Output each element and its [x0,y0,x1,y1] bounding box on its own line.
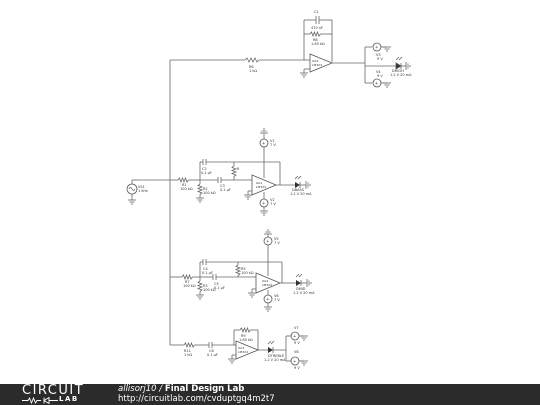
oa2-label: OA2 [262,279,268,283]
r1-value: 100 kΩ [180,187,193,191]
dbass-value: 1.2 V 20 mA [290,192,312,196]
oa3-label: OA3 [238,346,244,350]
v1-plus-icon: + [262,141,265,146]
c2-label: C2 [202,167,207,171]
v7-label: V7 [294,326,299,330]
input-bus [127,60,171,345]
c5-value: 0.1 μF [214,286,225,290]
r9-label: R9 [241,334,246,338]
signal-source-vs1: VS1 1 kHz [126,183,148,195]
r11-value: 1 kΩ [184,353,192,357]
v6-label: V6 [274,294,279,298]
r7-value: 100 kΩ [183,284,196,288]
c3-value: 0.1 μF [220,188,231,192]
v8-plus-icon: + [293,359,296,364]
v4-label: V4 [376,70,381,74]
r6-label: R6 [249,65,254,69]
r2-value: 100 kΩ [203,191,216,195]
v3-label: V3 [376,53,381,57]
v8-value: 9 V [294,366,300,370]
vs1-label: VS1 [138,185,145,189]
logo-circuit-icon [22,397,58,404]
r8-value: 1.65 kΩ [311,42,325,46]
circuitlab-logo[interactable]: CIRCUIT LAB [22,383,100,405]
v7-value: 9 V [294,341,300,345]
footer-title-line: allisorj10 / Final Design Lab [118,384,244,394]
stage-mid: R7 100 kΩ C4 0.1 μF R3 100 kΩ C5 0.1 μF … [170,229,315,312]
v1-value: 7 V [270,143,276,147]
vs1-value: 1 kHz [138,189,148,193]
dbass-label: DBASS [292,188,305,192]
circuit-schematic: VS1 1 kHz R6 1 kΩ C1 470 nF R8 1.65 kΩ O… [126,10,412,370]
c2-value: 0.1 μF [201,171,212,175]
dmid-value: 1.2 V 20 mA [293,291,315,295]
logo-top-text: CIRCUIT [22,383,85,398]
r8-label: R8 [313,38,318,42]
v3-plus-icon: + [375,45,378,50]
r3-value: 100 kΩ [203,288,216,292]
oa4-value: LM324 [312,63,322,67]
c4-label: C4 [203,267,208,271]
oa1-label: OA1 [256,181,262,185]
stage-treble: R11 1 kΩ C6 0.1 μF R9 1.65 kΩ OA3 LM324 … [170,326,309,370]
oa2-value: LM324 [262,283,272,287]
title-separator: / [156,384,165,394]
r1-label: R1 [182,183,187,187]
dhigh-value: 1.2 V 20 mA [390,73,412,77]
oa4-label: OA4 [312,59,318,63]
v8-label: V8 [294,350,299,354]
v2-value: 7 V [270,202,276,206]
oa1-value: LM324 [256,185,266,189]
c4-value: 0.1 μF [202,271,213,275]
v7-plus-icon: + [293,334,296,339]
c5-label: C5 [214,282,219,286]
c1-label: C1 [314,10,319,14]
dtreble-value: 1.2 V 20 mA [264,358,286,362]
v5-value: 7 V [274,241,280,245]
dmid-label: DMID [296,287,306,291]
v4-plus-icon: + [375,81,378,86]
dhigh-label: DHIGH [392,69,404,73]
c3-label: C3 [220,184,225,188]
r5-value: 100 kΩ [241,271,254,275]
author-link[interactable]: allisorj10 [118,384,157,394]
stage-high: R6 1 kΩ C1 470 nF R8 1.65 kΩ OA4 LM324 + [170,10,412,88]
r6-value: 1 kΩ [249,69,257,73]
logo-bottom-text: LAB [59,395,79,403]
r-bass-fb-label: R [237,167,240,171]
dtreble-label: DTREBLE [268,354,284,358]
circuit-title: Final Design Lab [164,384,245,394]
v2-plus-icon: + [262,201,265,206]
c6-label: C6 [209,349,214,353]
c1-value: 470 nF [311,26,323,30]
v6-value: 7 V [274,298,280,302]
v6-plus-icon: + [266,297,269,302]
v2-label: V2 [270,198,275,202]
v3-value: 9 V [377,57,383,61]
c6-value: 0.1 μF [207,353,218,357]
v5-plus-icon: + [266,239,269,244]
r7-label: R7 [185,280,190,284]
v1-label: V1 [270,139,275,143]
r9-value: 1.65 kΩ [239,338,253,342]
r2-label: R2 [203,187,208,191]
v5-label: V5 [274,237,279,241]
footer-bar: CIRCUIT LAB allisorj10 / Final Design La… [0,383,540,405]
circuit-url[interactable]: http://circuitlab.com/cvduptgq4m2t7 [118,394,275,404]
stage-bass: R1 100 kΩ C2 0.1 μF R2 100 kΩ C3 0.1 μF … [170,128,312,216]
v4-value: 9 V [377,74,383,78]
r3-label: R3 [203,284,208,288]
oa3-value: LM324 [238,350,248,354]
r11-label: R11 [184,349,191,353]
r5-label: R5 [241,267,246,271]
